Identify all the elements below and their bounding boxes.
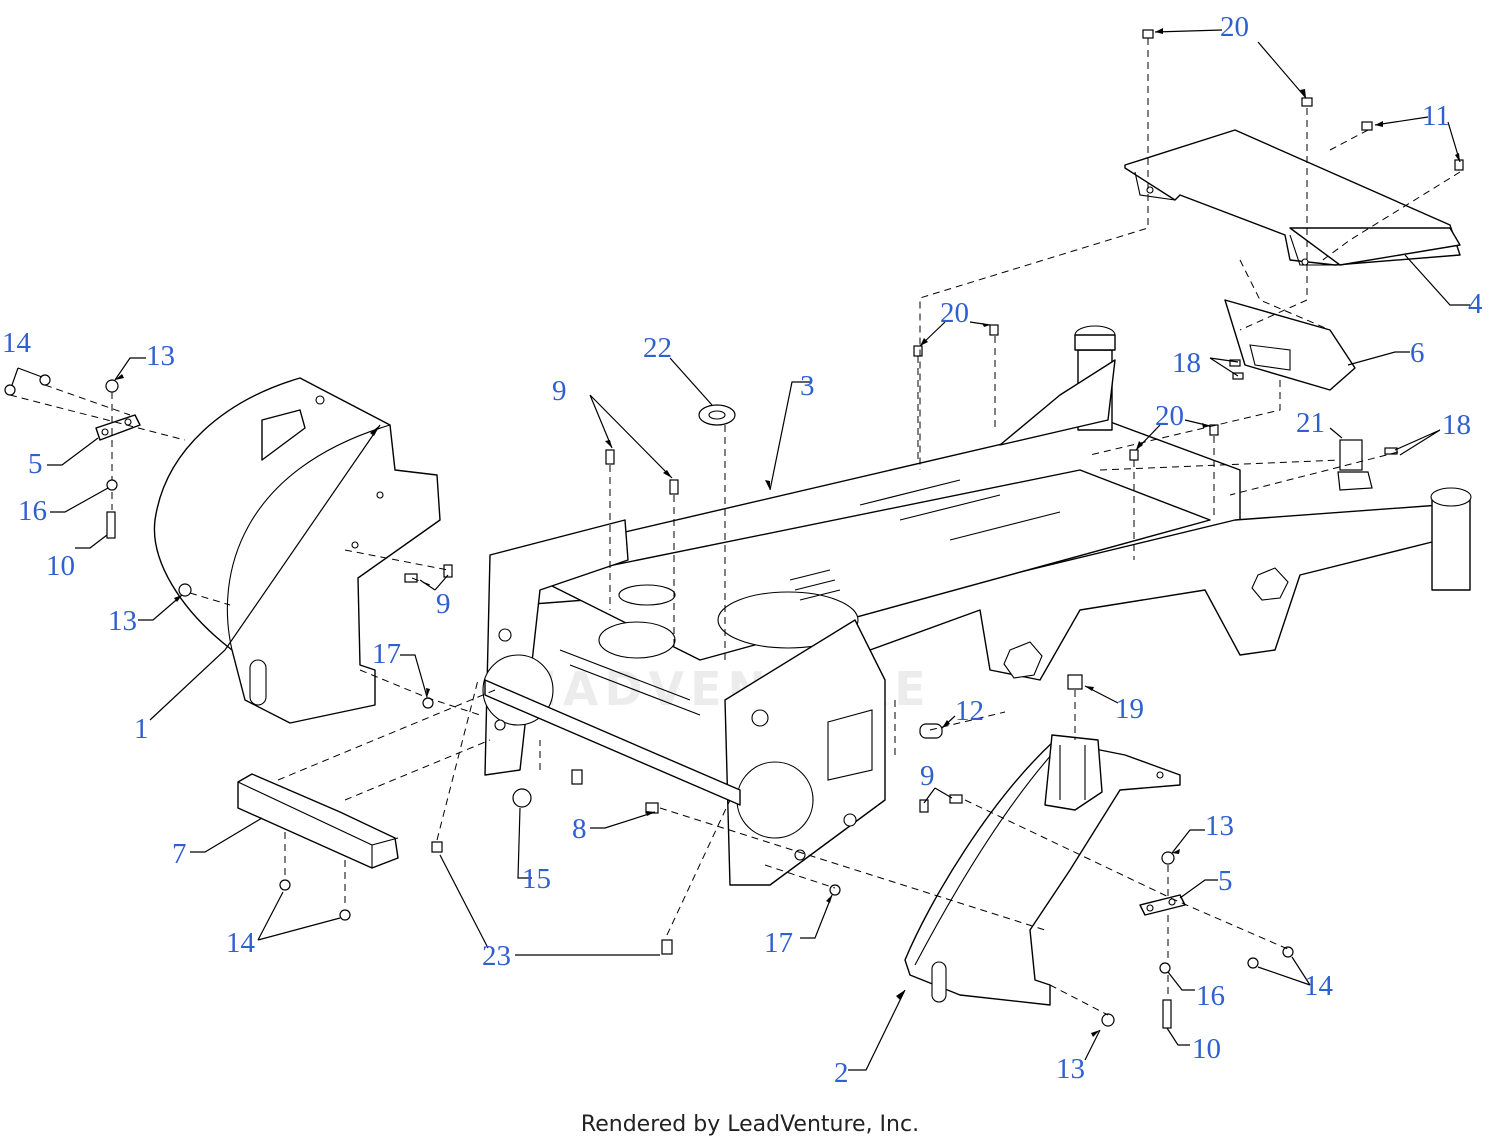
callout-5b: 5 bbox=[1218, 865, 1233, 897]
callout-15: 15 bbox=[522, 863, 551, 895]
callout-19: 19 bbox=[1115, 693, 1144, 725]
callout-16a: 16 bbox=[18, 495, 47, 527]
main-frame bbox=[482, 325, 1472, 886]
left-fender bbox=[153, 377, 441, 724]
callout-21: 21 bbox=[1296, 407, 1325, 439]
callout-11: 11 bbox=[1422, 100, 1450, 132]
callout-20c: 20 bbox=[1155, 400, 1184, 432]
callout-13c: 13 bbox=[1205, 810, 1234, 842]
assembly-lines bbox=[9, 38, 1461, 1016]
callout-14c: 14 bbox=[1304, 970, 1334, 1002]
callout-3: 3 bbox=[800, 370, 815, 402]
callout-20b: 20 bbox=[940, 297, 969, 329]
callout-13b: 13 bbox=[108, 605, 137, 637]
exploded-parts-diagram: LEADVENTURE bbox=[2, 11, 1483, 1089]
callout-9c: 9 bbox=[920, 760, 935, 792]
callout-17b: 17 bbox=[764, 927, 793, 959]
callout-2: 2 bbox=[834, 1057, 849, 1089]
callout-22: 22 bbox=[643, 332, 672, 364]
callout-9a: 9 bbox=[552, 375, 567, 407]
callout-23: 23 bbox=[482, 940, 511, 972]
callout-10a: 10 bbox=[46, 550, 75, 582]
callout-labels: 1 2 3 4 5 5 6 7 8 9 9 9 10 10 11 12 13 1… bbox=[2, 11, 1483, 1089]
mount-bracket-left bbox=[95, 414, 141, 441]
callout-5a: 5 bbox=[28, 448, 43, 480]
mount-bracket-right bbox=[1139, 894, 1186, 916]
callout-10b: 10 bbox=[1192, 1033, 1221, 1065]
callout-14a: 14 bbox=[2, 327, 32, 359]
front-bumper bbox=[237, 773, 399, 869]
arrowheads bbox=[115, 28, 1460, 1037]
callout-6: 6 bbox=[1410, 337, 1425, 369]
callout-8: 8 bbox=[572, 813, 587, 845]
callout-17a: 17 bbox=[372, 638, 401, 670]
callout-7: 7 bbox=[172, 838, 187, 870]
floor-cover bbox=[1124, 129, 1461, 266]
callout-9b: 9 bbox=[436, 588, 451, 620]
footer-credit: Rendered by LeadVenture, Inc. bbox=[580, 1112, 920, 1137]
callout-20a: 20 bbox=[1220, 11, 1249, 43]
callout-13a: 13 bbox=[146, 340, 175, 372]
callout-1: 1 bbox=[134, 713, 149, 745]
callout-12: 12 bbox=[955, 695, 984, 727]
callout-16b: 16 bbox=[1196, 980, 1225, 1012]
callout-4: 4 bbox=[1468, 288, 1483, 320]
right-fender bbox=[904, 734, 1181, 1006]
leader-lines bbox=[11, 29, 1470, 1071]
callout-14b: 14 bbox=[226, 927, 256, 959]
bracket-plate bbox=[1224, 299, 1356, 391]
callout-18a: 18 bbox=[1172, 347, 1201, 379]
callout-18b: 18 bbox=[1442, 409, 1471, 441]
callout-13d: 13 bbox=[1056, 1053, 1085, 1085]
